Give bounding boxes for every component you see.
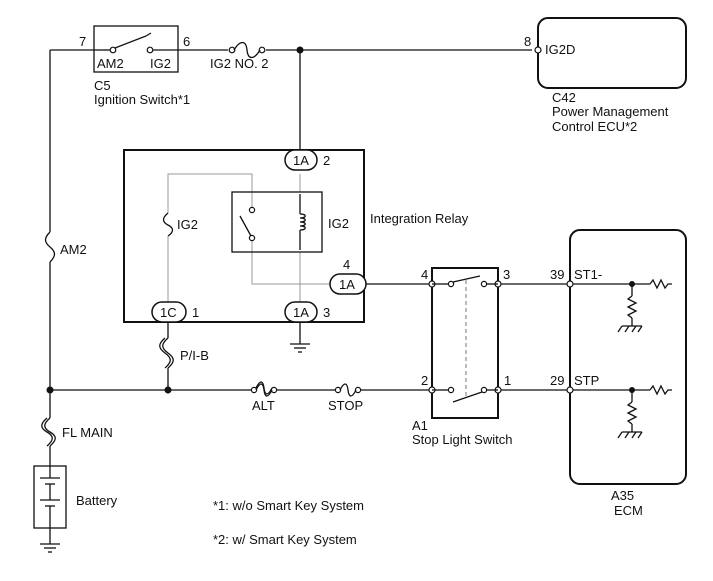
relay-connector-bottom-right-pin: 3 (323, 305, 330, 320)
fuse-ig2-no2: IG2 NO. 2 (210, 41, 269, 71)
relay-connector-top (284, 149, 318, 171)
relay-coil-label: IG2 (328, 216, 349, 231)
fuse-fl-main: FL MAIN (41, 417, 113, 447)
ground-icon (290, 343, 310, 353)
integration-relay: Integration Relay IG2 IG2 1A 2 1A 4 1C 1 (123, 149, 469, 323)
ecm-terminal-st1: ST1- (574, 267, 602, 282)
relay-connector-bottom-right-label: 1A (293, 305, 309, 320)
ignition-switch-pin-7: 7 (79, 34, 86, 49)
junction-dot (296, 46, 304, 54)
junction-dot (46, 386, 54, 394)
ecm: 39 29 ST1- STP A35 ECM (550, 229, 687, 518)
junction-dot (164, 386, 172, 394)
ecm-pin-stp: 29 (550, 373, 564, 388)
relay-fuse-label: IG2 (177, 217, 198, 232)
stop-switch-contact-upper (452, 275, 481, 283)
relay-connector-right (329, 273, 367, 295)
junction-dots (46, 46, 304, 394)
stop-switch-pin-1: 1 (504, 373, 511, 388)
fuse-icon (44, 231, 56, 263)
ecm-code: A35 (611, 488, 634, 503)
fuse-icon (233, 41, 261, 59)
note-1: *1: w/o Smart Key System (213, 498, 364, 513)
ignition-switch: 7 6 AM2 IG2 C5 Ignition Switch*1 (79, 25, 190, 107)
ignition-switch-terminal-am2: AM2 (97, 56, 124, 71)
stop-switch-contact-lower (452, 391, 483, 403)
resistor-icon (626, 295, 638, 319)
fuse-pib: P/I-B (159, 337, 209, 369)
stop-light-switch: 4 3 2 1 A1 Stop Light Switch (412, 267, 512, 447)
relay-connector-top-label: 1A (293, 153, 309, 168)
fuse-am2-label: AM2 (60, 242, 87, 257)
relay-contact (239, 215, 252, 237)
relay-connector-bottom-left (151, 301, 187, 323)
fuse-stop: STOP (328, 383, 363, 413)
fuse-am2: AM2 (44, 231, 87, 263)
integration-relay-box (123, 149, 365, 323)
stop-light-switch-box (431, 267, 499, 419)
ignition-switch-contact (114, 35, 147, 49)
fuse-ig2-no2-label: IG2 NO. 2 (210, 56, 269, 71)
stop-switch-pin-2: 2 (421, 373, 428, 388)
resistor-icon (649, 278, 672, 290)
pm-ecu-code: C42 (552, 90, 576, 105)
fuse-icon (44, 417, 56, 447)
ecm-pin-st1: 39 (550, 267, 564, 282)
relay-connector-top-pin: 2 (323, 153, 330, 168)
fuse-icon (162, 212, 174, 237)
stop-switch-pin-3: 3 (503, 267, 510, 282)
pm-ecu: 8 IG2D C42 Power Management Control ECU*… (524, 17, 687, 134)
fuse-icon (162, 337, 174, 369)
stop-switch-name: Stop Light Switch (412, 432, 512, 447)
ignition-switch-box (93, 25, 179, 73)
ignition-switch-terminal-ig2: IG2 (150, 56, 171, 71)
resistor-icon (649, 384, 672, 396)
fuse-alt-label: ALT (252, 398, 275, 413)
relay-connector-bottom-right (284, 301, 318, 323)
pm-ecu-terminal: IG2D (545, 42, 575, 57)
battery-label: Battery (76, 493, 118, 508)
ecm-name: ECM (614, 503, 643, 518)
fuse-pib-label: P/I-B (180, 348, 209, 363)
note-2: *2: w/ Smart Key System (213, 532, 357, 547)
ignition-switch-pin-6: 6 (183, 34, 190, 49)
resistor-icon (626, 401, 638, 425)
fuse-fl-main-label: FL MAIN (62, 425, 113, 440)
relay-connector-bottom-left-pin: 1 (192, 305, 199, 320)
stop-switch-code: A1 (412, 418, 428, 433)
relay-coil-icon (299, 213, 306, 231)
ignition-switch-code: C5 (94, 78, 111, 93)
relay-connector-right-label: 1A (339, 277, 355, 292)
ground-icon (40, 543, 60, 553)
fuse-stop-label: STOP (328, 398, 363, 413)
ignition-switch-name: Ignition Switch*1 (94, 92, 190, 107)
stop-switch-pin-4: 4 (421, 267, 428, 282)
integration-relay-name: Integration Relay (370, 211, 469, 226)
ecm-terminal-stp: STP (574, 373, 599, 388)
fuse-icon (339, 383, 357, 397)
relay-inner-box (231, 191, 323, 253)
pm-ecu-name-2: Control ECU*2 (552, 119, 637, 134)
fuse-alt: ALT (250, 381, 278, 413)
battery: Battery (33, 465, 118, 544)
wires (49, 49, 570, 466)
notes: *1: w/o Smart Key System *2: w/ Smart Ke… (213, 498, 364, 547)
ecm-box (569, 229, 687, 485)
pm-ecu-name-1: Power Management (552, 104, 669, 119)
relay-connector-right-pin: 4 (343, 257, 350, 272)
relay-connector-bottom-left-label: 1C (160, 305, 177, 320)
pm-ecu-pin: 8 (524, 34, 531, 49)
